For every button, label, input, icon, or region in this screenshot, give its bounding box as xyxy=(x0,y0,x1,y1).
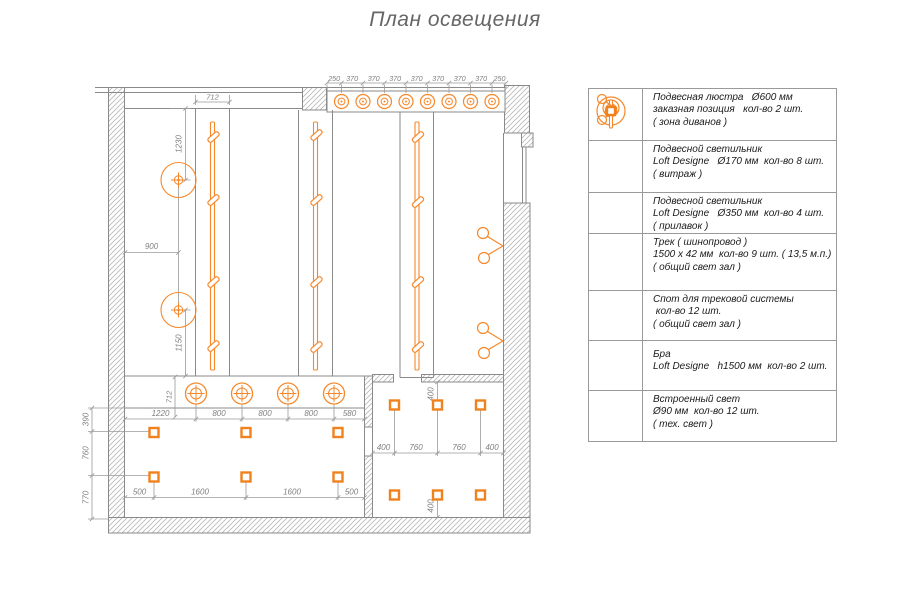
room2-top-wall-a xyxy=(372,374,394,383)
sconce-symbol xyxy=(476,226,504,265)
sconce-symbols xyxy=(476,226,504,360)
legend-line: Бра xyxy=(653,349,671,360)
legend-row: Спот для трековой системы кол-во 12 шт. … xyxy=(589,105,836,341)
sconce-symbol xyxy=(476,321,504,360)
legend-line: Подвесная люстра Ø600 мм xyxy=(653,92,793,103)
dimension-texts: 250 370 370 370 370 370 370 370 250 712 … xyxy=(82,74,506,513)
svg-text:400: 400 xyxy=(427,499,436,513)
legend-row: Встроенный свет Ø90 мм кол-во 12 шт. ( т… xyxy=(589,105,836,441)
svg-text:400: 400 xyxy=(377,443,391,452)
svg-text:1230: 1230 xyxy=(175,135,184,153)
svg-text:500: 500 xyxy=(133,488,147,497)
walls xyxy=(108,85,534,534)
svg-text:400: 400 xyxy=(427,387,436,401)
track-lights xyxy=(209,121,420,371)
door-jambs xyxy=(364,426,373,457)
legend-line: ( прилавок ) xyxy=(653,220,709,232)
track-icon xyxy=(589,99,643,290)
svg-text:712: 712 xyxy=(206,93,219,102)
svg-text:712: 712 xyxy=(165,390,174,403)
pendant-light-350-icon xyxy=(589,99,643,236)
svg-text:760: 760 xyxy=(409,443,423,452)
top-wall-lines xyxy=(95,87,303,93)
svg-text:1600: 1600 xyxy=(283,488,301,497)
top-dim-ticks xyxy=(324,80,509,93)
svg-text:370: 370 xyxy=(368,74,380,83)
svg-text:390: 390 xyxy=(82,412,91,426)
dimension-annotations xyxy=(88,80,509,522)
chandelier-symbols xyxy=(160,161,197,329)
svg-text:760: 760 xyxy=(452,443,466,452)
legend-line: Спот для трековой системы xyxy=(653,294,794,305)
svg-text:370: 370 xyxy=(454,74,466,83)
svg-text:800: 800 xyxy=(212,409,226,418)
track-bay-1 xyxy=(195,108,230,376)
svg-text:1150: 1150 xyxy=(175,334,184,352)
track-bay-3 xyxy=(399,112,434,378)
legend-line: Трек ( шинопровод ) xyxy=(653,237,748,248)
svg-text:400: 400 xyxy=(485,443,499,452)
svg-text:760: 760 xyxy=(82,446,91,460)
legend-line: Loft Designe Ø350 мм кол-во 4 шт. xyxy=(653,208,825,220)
svg-text:1220: 1220 xyxy=(152,409,170,418)
svg-text:370: 370 xyxy=(411,74,423,83)
legend-line: Loft Designe h1500 мм кол-во 2 шт. xyxy=(653,361,828,373)
track-spot-icon xyxy=(589,105,643,340)
legend-line: Ø90 мм кол-во 12 шт. xyxy=(653,406,760,418)
svg-text:770: 770 xyxy=(82,490,91,504)
legend-row: Подвесной светильник Loft Designe Ø350 м… xyxy=(589,99,836,236)
top-right-wall xyxy=(504,85,530,134)
room2-top-wall-b xyxy=(421,374,504,383)
counter-pendant-lights xyxy=(184,382,346,405)
legend-line: Loft Designe Ø170 мм кол-во 8 шт. xyxy=(653,156,825,168)
svg-text:580: 580 xyxy=(343,409,357,418)
svg-text:900: 900 xyxy=(145,242,159,251)
svg-text:370: 370 xyxy=(389,74,401,83)
sconce-icon xyxy=(589,93,643,390)
legend-line: ( общий свет зал ) xyxy=(653,318,741,330)
vitrine-pendant-lights xyxy=(333,93,500,110)
divider-wall-bottom xyxy=(364,455,373,518)
legend-line: ( витраж ) xyxy=(653,168,703,180)
svg-text:1600: 1600 xyxy=(191,488,209,497)
legend-line: Подвесной светильник xyxy=(653,144,763,155)
page-title: План освещения xyxy=(369,8,541,31)
svg-text:800: 800 xyxy=(258,409,272,418)
chandelier-symbol xyxy=(160,161,197,199)
svg-text:370: 370 xyxy=(346,74,358,83)
divider-wall-top xyxy=(364,375,373,428)
svg-text:370: 370 xyxy=(475,74,487,83)
recessed-light-icon xyxy=(589,105,643,441)
right-wall xyxy=(503,202,531,534)
top-column xyxy=(302,87,327,111)
left-wall xyxy=(108,87,125,518)
legend-table: Подвесная люстра Ø600 мм заказная позици… xyxy=(588,88,837,442)
pendant-light-170-icon xyxy=(589,104,643,192)
window-step xyxy=(521,132,534,148)
track-bay-2 xyxy=(298,110,333,376)
legend-line: ( зона диванов ) xyxy=(653,116,728,128)
svg-text:800: 800 xyxy=(304,409,318,418)
legend-line: 1500 x 42 мм кол-во 9 шт. ( 13,5 м.п.) xyxy=(653,249,832,261)
svg-text:250: 250 xyxy=(327,74,340,83)
svg-text:250: 250 xyxy=(493,74,506,83)
window-glazing-lines xyxy=(522,147,527,203)
legend-line: кол-во 12 шт. xyxy=(653,306,722,318)
recessed-lights xyxy=(148,399,487,501)
legend-row: Бра Loft Designe h1500 мм кол-во 2 шт. xyxy=(589,93,836,391)
bottom-wall xyxy=(108,517,531,534)
track-spot-symbols xyxy=(207,129,425,353)
legend-line: ( тех. свет ) xyxy=(653,418,714,430)
legend-row: Подвесной светильник Loft Designe Ø170 м… xyxy=(589,104,836,193)
legend-row: Трек ( шинопровод ) 1500 x 42 мм кол-во … xyxy=(589,99,836,291)
legend-line: ( общий свет зал ) xyxy=(653,261,741,273)
svg-text:500: 500 xyxy=(345,488,359,497)
chandelier-symbol xyxy=(160,291,197,329)
legend-line: заказная позиция кол-во 2 шт. xyxy=(653,104,804,116)
svg-text:370: 370 xyxy=(432,74,444,83)
legend-line: Встроенный свет xyxy=(653,394,741,405)
legend-line: Подвесной светильник xyxy=(653,196,763,207)
